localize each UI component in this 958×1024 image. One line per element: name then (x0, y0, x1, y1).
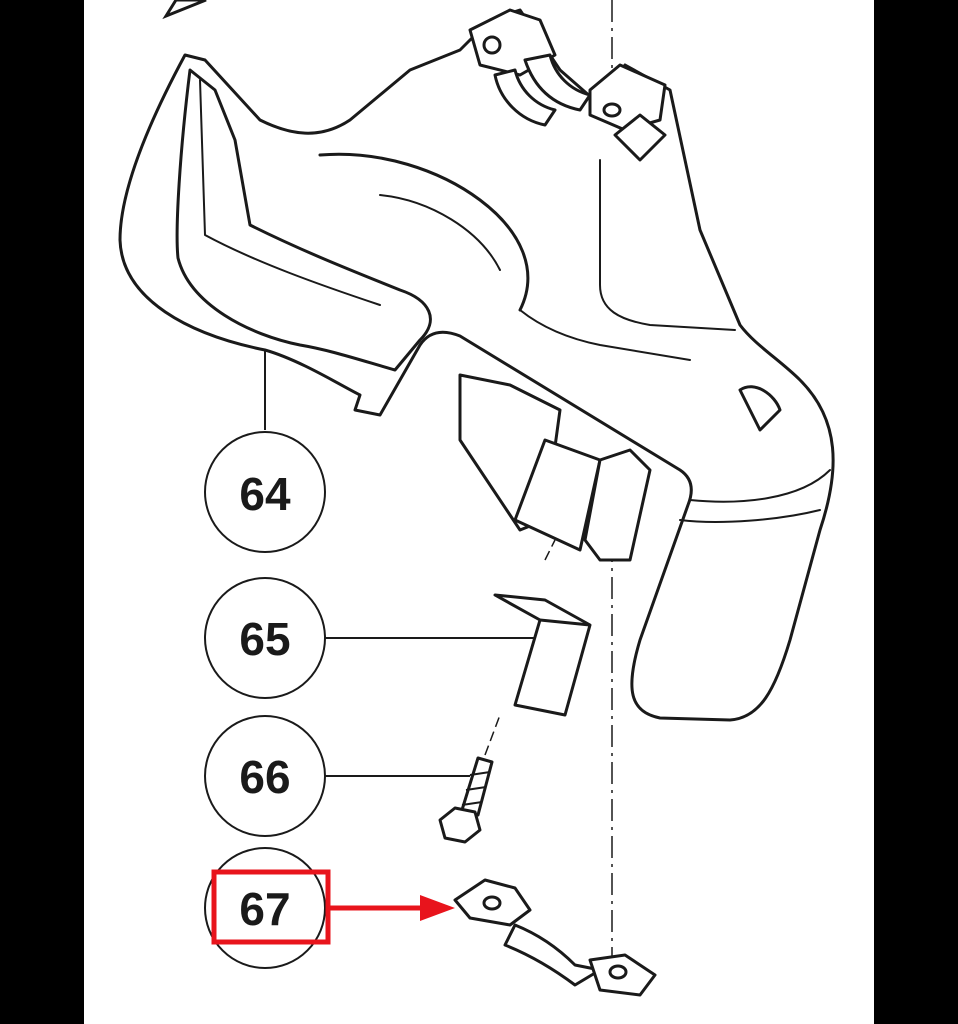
callout-66: 66 (204, 715, 326, 837)
callout-64: 64 (204, 431, 326, 553)
callout-67: 67 (204, 847, 331, 969)
axis-65 (544, 539, 556, 561)
part-64-top-clips (468, 8, 667, 162)
highlight-arrow (328, 895, 455, 921)
callout-circle (204, 431, 326, 553)
callout-circle (204, 715, 326, 837)
part-65-clip (493, 593, 592, 717)
axis-66 (484, 714, 501, 756)
callout-circle (204, 847, 326, 969)
callout-label: 65 (239, 613, 290, 665)
partial-part-top (162, 0, 207, 20)
highlight-box (211, 869, 331, 945)
callout-circle (204, 577, 326, 699)
part-64-cover (118, 8, 835, 722)
callout-label: 67 (239, 883, 290, 935)
part-67-clamp (453, 878, 657, 997)
callout-65: 65 (204, 577, 326, 699)
callout-label: 66 (239, 751, 290, 803)
part-66-screw (438, 756, 494, 844)
callout-label: 64 (239, 468, 291, 520)
part-64-lower-features (458, 373, 782, 562)
